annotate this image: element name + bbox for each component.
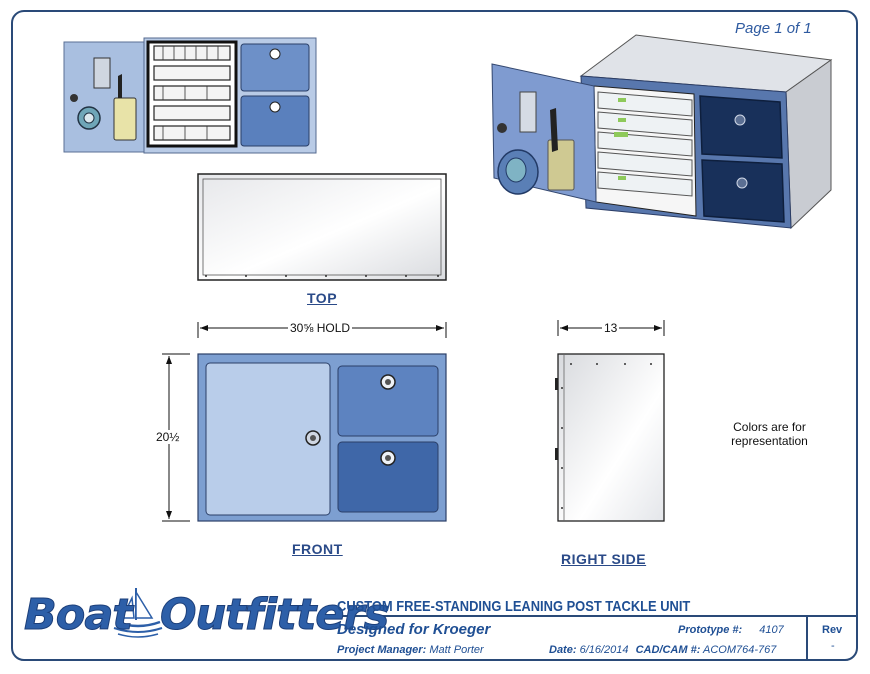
prototype-value: 4107 xyxy=(759,624,784,636)
top-view-drawing xyxy=(197,173,447,281)
side-depth-dimension: 13 xyxy=(602,321,620,335)
front-width-dimension: 30⅝ HOLD xyxy=(288,321,353,335)
project-manager-label: Project Manager: xyxy=(337,644,427,656)
cadcam-value: ACOM764-767 xyxy=(703,644,777,656)
project-manager: Project Manager: Matt Porter xyxy=(337,644,484,656)
front-view-label: FRONT xyxy=(292,541,343,557)
color-note: Colors are for representation xyxy=(712,420,827,448)
prototype-label: Prototype #: xyxy=(678,624,743,636)
date-value: 6/16/2014 xyxy=(579,644,629,656)
open-view-drawing xyxy=(63,37,317,154)
front-view-drawing xyxy=(162,322,447,522)
project-manager-name: Matt Porter xyxy=(429,644,484,656)
right-side-view-label: RIGHT SIDE xyxy=(561,551,647,567)
color-note-line1: Colors are for xyxy=(733,420,806,434)
isometric-view-drawing xyxy=(491,34,833,230)
cadcam-label: CAD/CAM #: xyxy=(635,644,701,656)
rev-label: Rev xyxy=(822,624,843,636)
date-and-cadcam: Date: 6/16/2014 CAD/CAM #: ACOM764-767 xyxy=(549,644,776,656)
project-title: CUSTOM FREE-STANDING LEANING POST TACKLE… xyxy=(337,598,691,615)
rev-divider xyxy=(806,615,808,661)
logo-text-outfitters: Outfitters xyxy=(159,590,389,641)
boat-logo-icon xyxy=(113,588,163,638)
date-label: Date: xyxy=(549,644,577,656)
title-block-divider xyxy=(330,615,858,617)
color-note-line2: representation xyxy=(731,434,808,448)
right-side-view-drawing xyxy=(555,320,665,522)
top-view-label: TOP xyxy=(307,290,338,306)
page-number: Page 1 of 1 xyxy=(735,20,812,37)
drawing-frame xyxy=(11,10,858,661)
front-height-dimension: 20½ xyxy=(154,430,182,444)
designed-for: Designed for Kroeger xyxy=(337,621,491,638)
logo-text-boat: Boat xyxy=(24,590,134,641)
prototype-number: Prototype #: 4107 xyxy=(678,624,784,636)
rev-value: - xyxy=(831,640,835,652)
